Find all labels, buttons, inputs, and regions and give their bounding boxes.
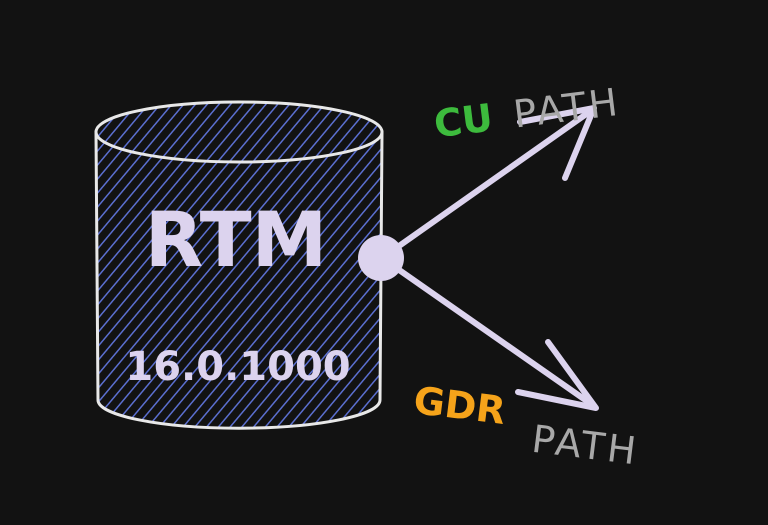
database-cylinder: RTM 16.0.1000: [94, 100, 384, 430]
database-version: 16.0.1000: [125, 344, 350, 390]
gdr-label: GDR: [411, 378, 508, 433]
cu-arrowhead-icon: [517, 105, 597, 181]
cu-path-text: PATH: [511, 80, 623, 137]
cylinder-top: [94, 100, 384, 164]
gdr-arrow: [379, 255, 597, 409]
cu-path-label: CU PATH: [432, 80, 623, 147]
cu-arrow: [379, 107, 595, 261]
branch-arrows: [358, 105, 599, 411]
gdr-path-label: GDR PATH: [411, 378, 641, 474]
database-name: RTM: [145, 195, 328, 284]
cu-label: CU: [432, 95, 496, 146]
gdr-arrowhead-icon: [515, 339, 599, 411]
branch-point: [358, 235, 404, 281]
gdr-path-text: PATH: [529, 417, 641, 474]
